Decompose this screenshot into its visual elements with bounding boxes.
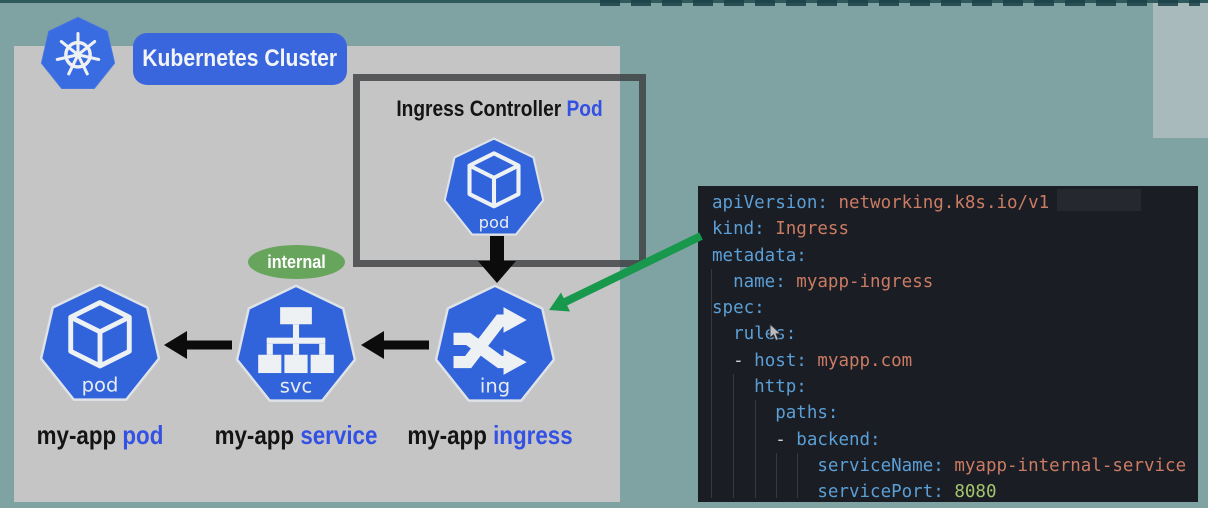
service-tree-glyph	[258, 307, 334, 374]
internal-tag-label: internal	[267, 251, 326, 272]
code-line: servicePort: 8080	[712, 482, 997, 502]
line-highlight	[1057, 189, 1141, 211]
code-lines: apiVersion: networking.k8s.io/v1 kind: In…	[712, 190, 1198, 502]
ingress-label: my-app ingress	[395, 420, 584, 451]
ingress-shuffle-glyph	[453, 307, 527, 375]
cluster-label: Kubernetes Cluster	[142, 45, 338, 72]
pod-label-black: my-app	[36, 420, 117, 450]
code-line: serviceName: myapp-internal-service	[712, 455, 1187, 476]
controller-title-blue: Pod	[566, 96, 603, 121]
indent-guide	[711, 269, 712, 498]
code-line: name: myapp-ingress	[712, 271, 934, 292]
indent-guide	[733, 374, 734, 498]
yaml-code-panel: apiVersion: networking.k8s.io/v1 kind: In…	[698, 186, 1198, 502]
pod-badge: pod	[82, 374, 119, 397]
ingress-badge: ing	[480, 375, 510, 398]
pod-cube-glyph	[467, 151, 521, 209]
code-line: paths:	[712, 403, 839, 424]
kubernetes-logo-icon	[40, 16, 116, 90]
code-line: rules:	[712, 324, 797, 345]
ingress-controller-title: Ingress Controller Pod	[372, 96, 627, 122]
code-line: spec:	[712, 298, 765, 319]
service-badge: svc	[280, 375, 312, 398]
cluster-label-pill: Kubernetes Cluster	[133, 33, 347, 85]
code-line: metadata:	[712, 245, 807, 266]
indent-guide	[776, 453, 777, 498]
background-light-panel	[1153, 0, 1208, 138]
service-label: my-app service	[201, 420, 390, 451]
pod-label: my-app pod	[5, 420, 194, 451]
service-icon: svc	[235, 284, 357, 402]
mouse-cursor	[769, 324, 782, 342]
code-line: - host: myapp.com	[712, 350, 913, 371]
pod-cube-glyph	[68, 300, 132, 369]
indent-guide	[797, 453, 798, 498]
controller-pod-badge: pod	[479, 213, 510, 232]
internal-tag: internal	[248, 245, 345, 279]
pod-label-blue: pod	[122, 420, 164, 450]
indent-guide	[755, 400, 756, 498]
ingress-label-blue: ingress	[493, 420, 573, 450]
code-line: kind: Ingress	[712, 219, 849, 240]
code-line: apiVersion: networking.k8s.io/v1	[712, 193, 1050, 213]
controller-pod-icon: pod	[443, 137, 545, 236]
service-label-black: my-app	[214, 420, 295, 450]
controller-title-black: Ingress Controller	[396, 96, 562, 121]
service-label-blue: service	[300, 420, 378, 450]
pod-icon: pod	[39, 283, 161, 401]
ingress-label-black: my-app	[407, 420, 487, 450]
cutoff-title-text-remnant	[600, 0, 1200, 6]
code-line: - backend:	[712, 429, 881, 450]
code-line: http:	[712, 377, 807, 398]
ingress-icon: ing	[434, 284, 556, 402]
